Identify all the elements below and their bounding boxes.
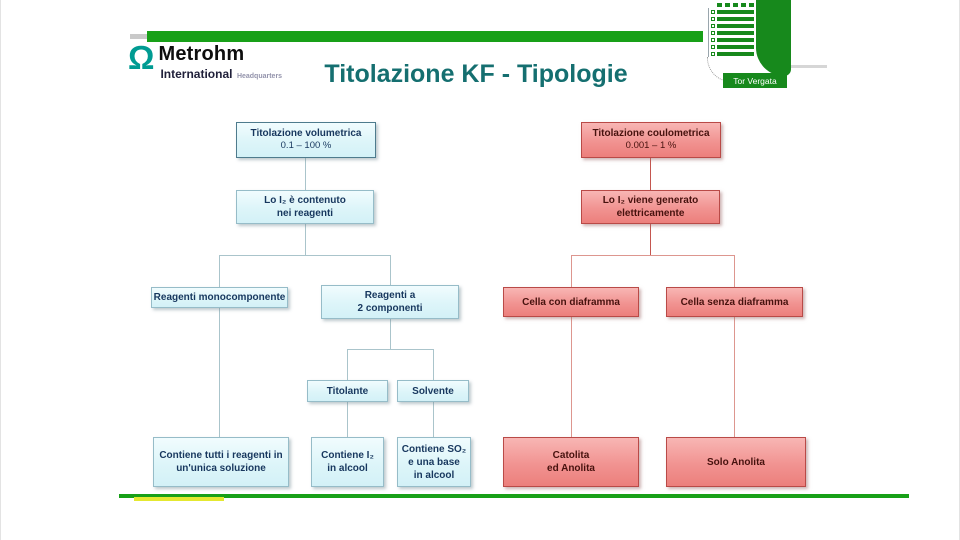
tor-vergata-square bbox=[711, 31, 715, 35]
tor-vergata-stripe bbox=[717, 31, 754, 35]
connector bbox=[734, 255, 735, 287]
tor-vergata-logo: Tor Vergata bbox=[699, 0, 804, 95]
tor-vergata-square bbox=[711, 38, 715, 42]
node-line: Contiene SO₂ bbox=[401, 443, 467, 455]
tor-vergata-dot bbox=[741, 3, 746, 7]
connector bbox=[390, 319, 391, 349]
tor-vergata-square bbox=[711, 17, 715, 21]
node-line: Reagenti a bbox=[364, 290, 416, 301]
tor-vergata-u-shape bbox=[756, 0, 791, 76]
node-range: 0.1 – 100 % bbox=[280, 140, 332, 152]
node-solvente: Solvente bbox=[397, 380, 469, 402]
node-reagenti-monocomponente: Reagenti monocomponente bbox=[151, 287, 288, 308]
node-titolazione-coulometrica: Titolazione coulometrica 0.001 – 1 % bbox=[581, 122, 721, 158]
tor-vergata-stripe bbox=[717, 52, 754, 56]
tor-vergata-dot bbox=[717, 3, 722, 7]
tor-vergata-label: Tor Vergata bbox=[723, 73, 787, 88]
tor-vergata-square bbox=[711, 52, 715, 56]
connector bbox=[650, 224, 651, 255]
node-title: Titolazione coulometrica bbox=[592, 128, 710, 140]
metrohm-brand: Metrohm bbox=[158, 43, 245, 65]
connector bbox=[390, 255, 391, 285]
node-line: Solvente bbox=[412, 385, 454, 397]
right-gray-line bbox=[789, 65, 827, 68]
tor-vergata-stripe bbox=[717, 24, 754, 28]
connector bbox=[347, 402, 348, 437]
connector bbox=[347, 349, 348, 380]
connector bbox=[219, 255, 391, 256]
node-line: Solo Anolita bbox=[707, 456, 765, 468]
connector bbox=[571, 255, 572, 287]
bottom-green-line bbox=[119, 494, 909, 498]
node-line: un'unica soluzione bbox=[176, 463, 266, 474]
node-catolita-anolita: Catolita ed Anolita bbox=[503, 437, 639, 487]
connector bbox=[219, 255, 220, 287]
node-range: 0.001 – 1 % bbox=[625, 140, 677, 152]
connector bbox=[571, 255, 735, 256]
node-line: Cella con diaframma bbox=[522, 296, 620, 308]
node-titolante: Titolante bbox=[307, 380, 388, 402]
connector bbox=[650, 158, 651, 190]
tor-vergata-vline bbox=[708, 8, 709, 57]
tor-vergata-stripe bbox=[717, 10, 754, 14]
bottom-yellow-line bbox=[134, 497, 224, 501]
metrohm-subtitle: International Headquarters bbox=[160, 65, 282, 83]
node-contiene-tutti-reagenti: Contiene tutti i reagenti in un'unica so… bbox=[153, 437, 289, 487]
node-iodio-generato: Lo I₂ viene generato elettricamente bbox=[581, 190, 720, 224]
connector bbox=[305, 224, 306, 255]
node-line: elettricamente bbox=[616, 208, 685, 219]
node-titolazione-volumetrica: Titolazione volumetrica 0.1 – 100 % bbox=[236, 122, 376, 158]
node-line: Lo I₂ viene generato bbox=[602, 195, 699, 206]
omega-icon: Ω bbox=[128, 39, 155, 76]
node-cella-senza-diaframma: Cella senza diaframma bbox=[666, 287, 803, 317]
metrohm-logo-text: Metrohm International Headquarters bbox=[158, 44, 282, 83]
node-title: Titolazione volumetrica bbox=[250, 128, 362, 140]
metrohm-headquarters: Headquarters bbox=[236, 73, 283, 80]
node-line: Contiene tutti i reagenti in bbox=[159, 450, 283, 461]
tor-vergata-square bbox=[711, 45, 715, 49]
tor-vergata-dot bbox=[733, 3, 738, 7]
tor-vergata-stripe bbox=[717, 45, 754, 49]
connector bbox=[734, 317, 735, 437]
tor-vergata-stripe bbox=[717, 17, 754, 21]
node-line: Cella senza diaframma bbox=[680, 296, 789, 308]
node-iodio-contenuto: Lo I₂ è contenuto nei reagenti bbox=[236, 190, 374, 224]
connector bbox=[219, 308, 220, 437]
metrohm-international: International bbox=[160, 67, 233, 81]
connector bbox=[433, 349, 434, 380]
node-cella-con-diaframma: Cella con diaframma bbox=[503, 287, 639, 317]
tor-vergata-square bbox=[711, 24, 715, 28]
node-line: nei reagenti bbox=[276, 208, 334, 219]
tor-vergata-stripe bbox=[717, 38, 754, 42]
top-green-bar bbox=[147, 31, 703, 42]
connector bbox=[305, 158, 306, 190]
node-line: e una base bbox=[408, 456, 460, 468]
node-line: 2 componenti bbox=[357, 303, 423, 314]
node-line: Reagenti monocomponente bbox=[153, 292, 286, 303]
node-line: in alcool bbox=[327, 463, 368, 474]
node-line: in alcool bbox=[413, 469, 455, 481]
page-title: Titolazione KF - Tipologie bbox=[324, 60, 628, 88]
node-line: Lo I₂ è contenuto bbox=[264, 195, 346, 206]
connector bbox=[571, 317, 572, 437]
node-line: Contiene I₂ bbox=[321, 450, 374, 461]
tor-vergata-dot bbox=[725, 3, 730, 7]
tor-vergata-square bbox=[711, 10, 715, 14]
node-solo-anolita: Solo Anolita bbox=[666, 437, 806, 487]
node-line: Titolante bbox=[326, 385, 369, 397]
node-reagenti-2-componenti: Reagenti a 2 componenti bbox=[321, 285, 459, 319]
node-line: ed Anolita bbox=[547, 463, 595, 474]
connector bbox=[347, 349, 434, 350]
connector bbox=[433, 402, 434, 437]
node-line: Catolita bbox=[552, 450, 590, 461]
metrohm-logo: Ω Metrohm International Headquarters bbox=[128, 39, 282, 83]
tor-vergata-dot bbox=[749, 3, 754, 7]
node-contiene-so2: Contiene SO₂ e una base in alcool bbox=[397, 437, 471, 487]
top-gray-dash bbox=[130, 34, 148, 39]
node-contiene-iodio: Contiene I₂ in alcool bbox=[311, 437, 384, 487]
